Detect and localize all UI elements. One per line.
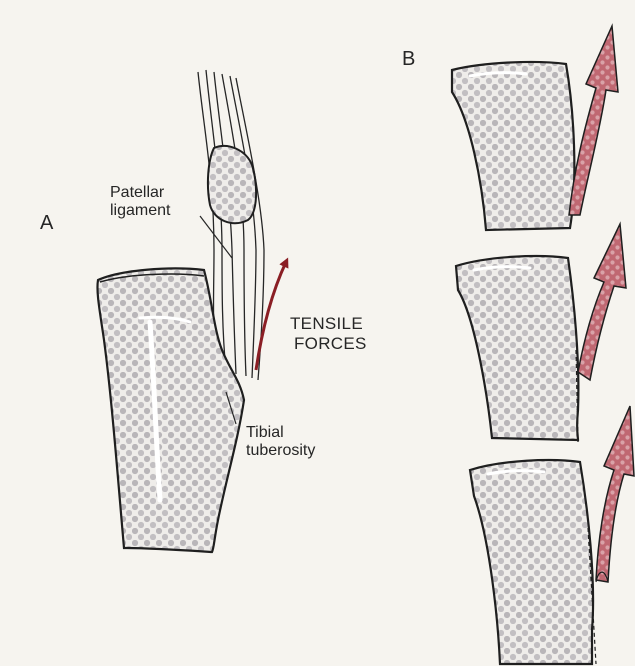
tibial-tuberosity-label-line-1: Tibial xyxy=(246,424,315,442)
tensile-forces-label-line-2: FORCES xyxy=(290,334,367,354)
patellar-ligament-label-line-1: Patellar xyxy=(110,184,170,202)
panel-b-stage-2 xyxy=(456,224,626,442)
panel-b-stage-3 xyxy=(470,406,634,664)
tibia-stage-2 xyxy=(456,256,578,440)
pull-arrow-stage-1 xyxy=(569,26,618,215)
patellar-ligament-label: Patellar ligament xyxy=(110,184,170,221)
patellar-ligament-label-line-2: ligament xyxy=(110,202,170,220)
tibia-stage-3 xyxy=(470,460,593,664)
panel-a-letter: A xyxy=(40,212,53,235)
tibial-tuberosity-label: Tibial tuberosity xyxy=(246,424,315,461)
panel-a-drawing xyxy=(97,70,286,552)
tensile-forces-label: TENSILE FORCES xyxy=(290,314,367,353)
tensile-forces-label-line-1: TENSILE xyxy=(290,314,367,334)
patella-drawing xyxy=(208,146,256,223)
panel-b-stage-1 xyxy=(452,26,618,230)
tibia-stage-1 xyxy=(452,62,574,230)
pull-arrow-stage-3 xyxy=(596,406,634,582)
tibia-drawing xyxy=(97,268,244,552)
pull-arrow-stage-2 xyxy=(578,224,626,380)
panel-b-letter: B xyxy=(402,48,415,71)
tibial-tuberosity-label-line-2: tuberosity xyxy=(246,442,315,460)
